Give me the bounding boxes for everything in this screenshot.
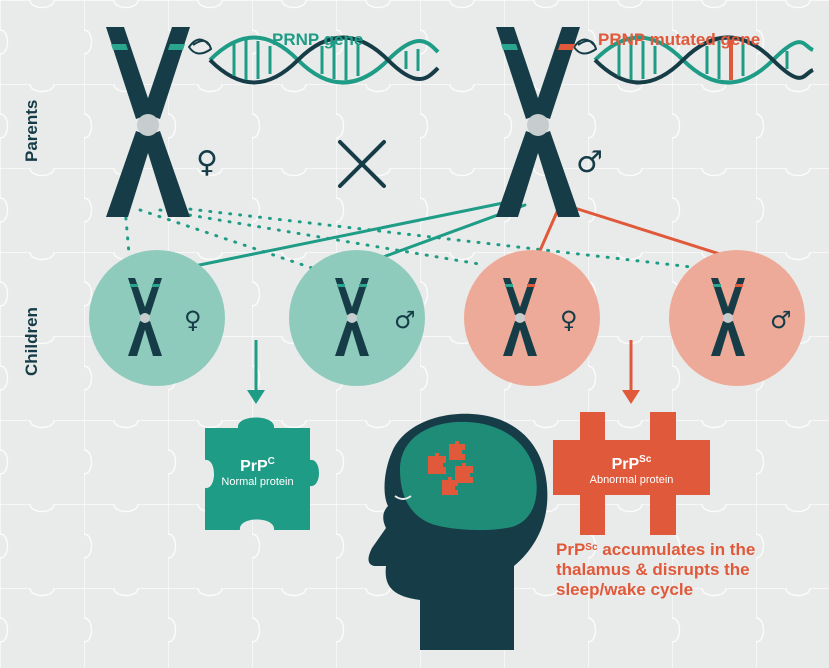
note-line-3: sleep/wake cycle xyxy=(556,580,694,599)
parent-chromosome-female xyxy=(106,27,190,217)
prnp-mutated-gene-label: PRNP mutated gene xyxy=(598,30,761,49)
thalamus-note: PrPSc accumulates in the thalamus & disr… xyxy=(556,540,755,600)
head-silhouette xyxy=(368,413,548,650)
note-line-2: thalamus & disrupts the xyxy=(556,560,750,579)
abnormal-protein-subtitle: Abnormal protein xyxy=(589,474,674,486)
male-symbol: ♂ xyxy=(394,306,416,334)
arrow-abnormal xyxy=(622,340,640,404)
cross-symbol xyxy=(338,140,386,188)
abnormal-protein-name: PrPSc xyxy=(611,454,652,473)
normal-protein-name: PrPC xyxy=(240,456,275,475)
children-row-label: Children xyxy=(22,307,41,376)
normal-protein-label: PrPC Normal protein xyxy=(205,456,310,488)
note-line-1: PrPSc accumulates in the xyxy=(556,540,756,559)
prnp-gene-label: PRNP gene xyxy=(272,30,364,49)
dna-helix-normal xyxy=(187,35,440,85)
abnormal-protein-label: PrPSc Abnormal protein xyxy=(553,454,710,486)
female-symbol: ♀ xyxy=(184,306,202,334)
male-symbol: ♂ xyxy=(576,145,603,180)
child-3-circle xyxy=(464,250,600,386)
dna-helix-mutated xyxy=(572,35,814,85)
child-4-circle xyxy=(669,250,805,386)
arrow-normal xyxy=(247,340,265,404)
normal-protein-puzzle-piece xyxy=(205,417,319,530)
female-symbol: ♀ xyxy=(560,306,578,334)
normal-protein-subtitle: Normal protein xyxy=(221,476,294,488)
parents-row-label: Parents xyxy=(22,99,41,162)
male-symbol: ♂ xyxy=(770,306,792,334)
child-1-circle xyxy=(89,250,225,386)
female-symbol: ♀ xyxy=(196,145,218,180)
child-2-circle xyxy=(289,250,425,386)
maternal-dotted-lines xyxy=(123,206,702,272)
abnormal-protein-puzzle-piece xyxy=(553,412,710,535)
parent-chromosome-male xyxy=(496,27,580,217)
